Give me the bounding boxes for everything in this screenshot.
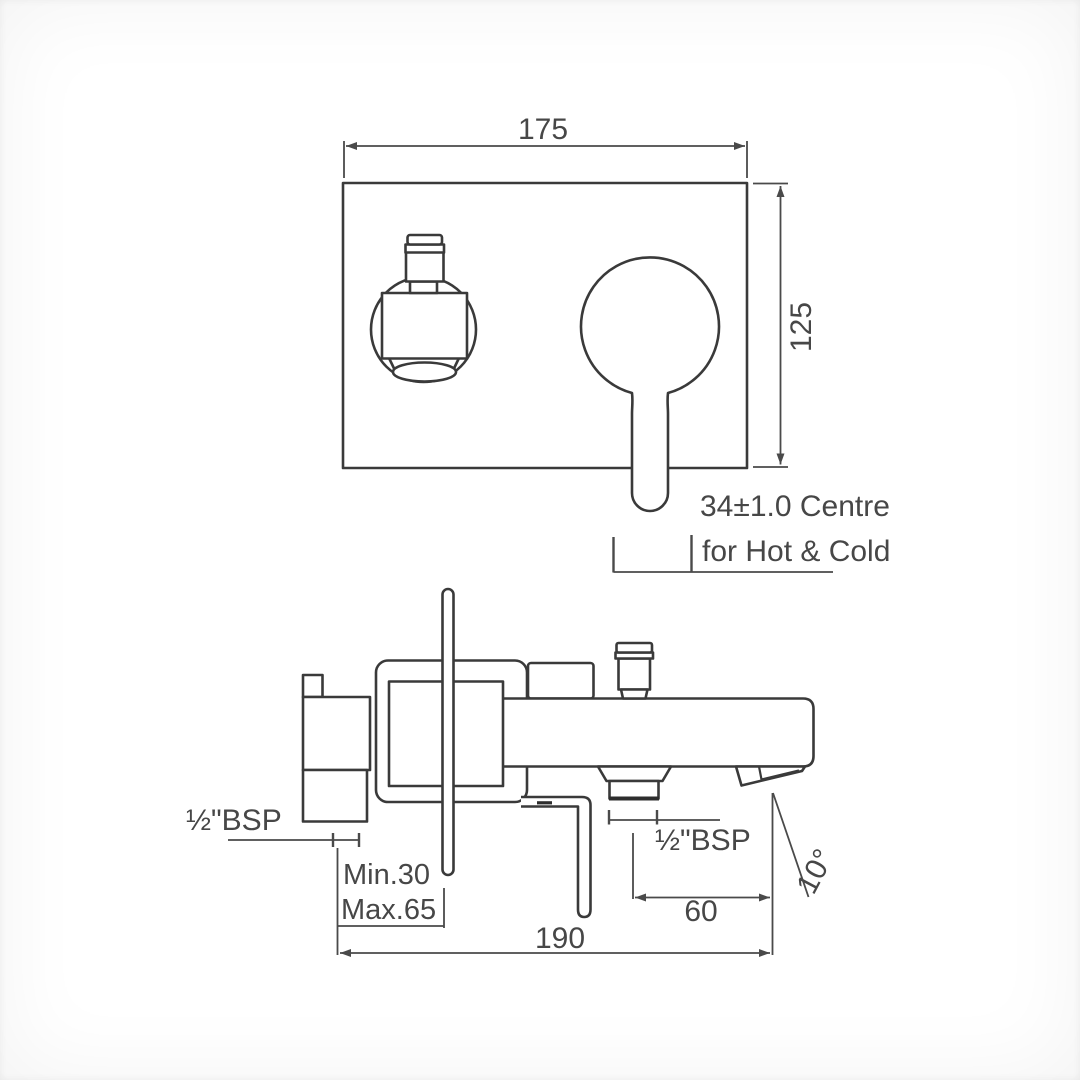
diverter-cap (406, 233, 444, 246)
dim-spout-60: 60 (632, 833, 770, 928)
centre-distance-note: 34±1.0 Centre for Hot & Cold (612, 490, 890, 573)
spout-length-label: 60 (684, 895, 717, 928)
dim-spout-angle: 10° (771, 792, 841, 955)
spout-angle-label: 10° (790, 844, 840, 900)
diverter-stem (404, 250, 445, 283)
width-label: 175 (518, 113, 568, 146)
height-label: 125 (785, 302, 818, 352)
shower-outlet-thread (608, 779, 660, 800)
dim-width-175: 175 (343, 113, 748, 178)
dim-outlet-bsp: ½"BSP (607, 810, 751, 857)
diverter-neck (408, 280, 439, 295)
depth-min-label: Min.30 (343, 859, 430, 891)
spout-tip-aerator (757, 766, 800, 781)
diverter-side-cap (615, 641, 654, 654)
lever-handle-side (521, 795, 592, 919)
front-view: 175 125 34±1.0 Centre for Hot & Cold (341, 113, 890, 573)
centre-note-line1: 34±1.0 Centre (700, 490, 890, 523)
outlet-bsp-label: ½"BSP (655, 824, 751, 857)
inlet-upper-body (301, 695, 372, 772)
side-view: ½"BSP Min.30 Max.65 190 ½"BSP 60 (186, 587, 841, 957)
dim-inlet-bsp-left: ½"BSP (186, 804, 361, 847)
length-label: 190 (535, 922, 585, 955)
inlet-bsp-left-label: ½"BSP (186, 804, 282, 837)
spout-body (503, 697, 815, 768)
dim-depth-range: Min.30 Max.65 (336, 848, 445, 955)
diverter-body-square (380, 291, 469, 360)
lever-handle-front (579, 256, 721, 513)
inlet-lower-body (301, 768, 369, 823)
diverter-base-ellipse (391, 361, 458, 383)
spout-top-block (526, 661, 595, 700)
diverter-side-base (619, 688, 649, 700)
spout-tip-face (734, 765, 807, 787)
dim-height-125: 125 (753, 182, 818, 468)
diverter-side-body (617, 657, 652, 691)
diverter-knob-side (614, 641, 655, 700)
diverter-knob-front (369, 233, 478, 384)
wall-cover-plate (441, 587, 455, 877)
spout-tip (734, 765, 807, 787)
shower-outlet (596, 765, 673, 801)
depth-max-label: Max.65 (341, 894, 436, 926)
centre-note-line2: for Hot & Cold (702, 535, 890, 568)
inlet-tab (301, 673, 324, 699)
dim-length-190: 190 (340, 922, 770, 957)
shower-outlet-collar (596, 765, 673, 783)
inlet-connector (301, 673, 372, 823)
